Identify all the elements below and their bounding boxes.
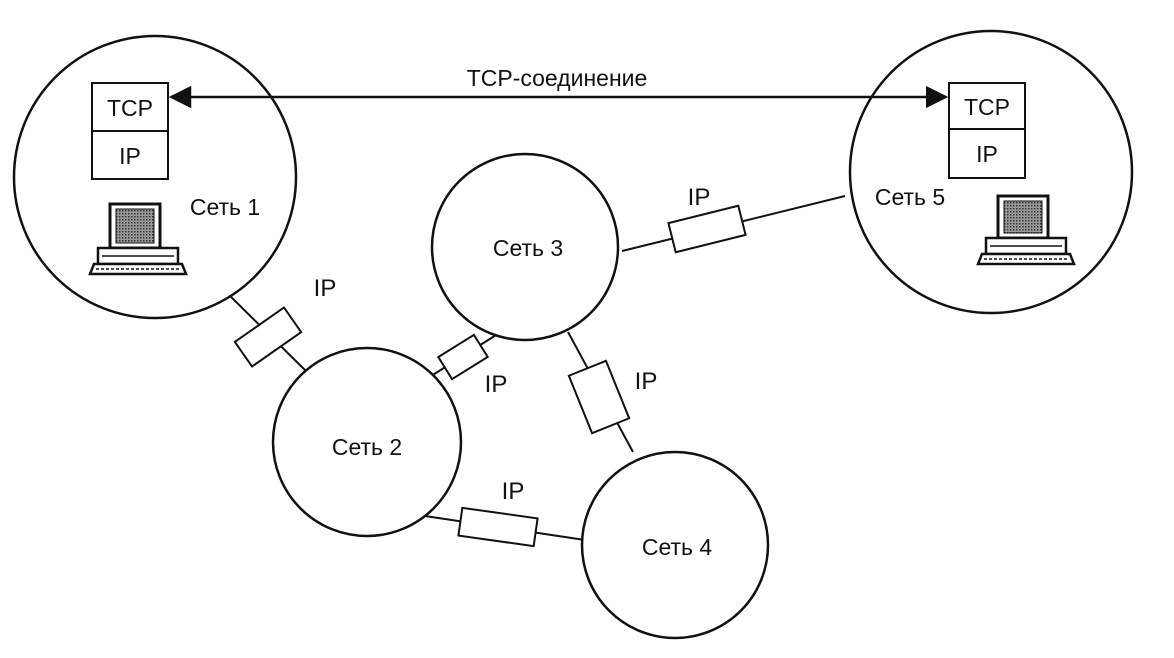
stack-tcp-label: TCP — [964, 94, 1010, 120]
link-net2-net3 — [427, 329, 505, 381]
link-ip-label: IP — [688, 184, 711, 211]
network-4-label: Сеть 4 — [642, 534, 713, 560]
ip-router — [457, 506, 539, 548]
link-net2-net4 — [424, 506, 586, 548]
link-ip-label: IP — [314, 275, 337, 302]
protocol-stack-right: TCP IP — [948, 82, 1026, 179]
network-1-label: Сеть 1 — [190, 194, 260, 220]
stack-ip-label: IP — [119, 143, 141, 169]
network-4-circle — [580, 450, 770, 640]
link-net3-net4 — [567, 331, 634, 453]
computer-icon — [88, 202, 188, 276]
computer-icon — [976, 194, 1076, 266]
ip-router — [436, 333, 490, 381]
ip-router — [567, 359, 631, 435]
link-net1-net2 — [221, 287, 311, 376]
link-ip-label: IP — [485, 371, 508, 398]
network-5-label: Сеть 5 — [875, 184, 945, 210]
link-net3-net5 — [621, 195, 846, 254]
network-3-label: Сеть 3 — [493, 235, 563, 261]
ip-router — [667, 204, 747, 254]
stack-ip-label: IP — [976, 141, 998, 167]
network-2-circle — [271, 346, 463, 538]
tcp-connection-label: TCP-соединение — [467, 65, 648, 91]
protocol-stack-left: TCP IP — [91, 82, 169, 180]
ip-router — [233, 306, 303, 368]
network-2-label: Сеть 2 — [332, 434, 402, 460]
stack-tcp-label: TCP — [107, 95, 153, 121]
link-ip-label: IP — [635, 368, 658, 395]
network-3-circle — [430, 152, 620, 342]
link-ip-label: IP — [502, 478, 525, 505]
